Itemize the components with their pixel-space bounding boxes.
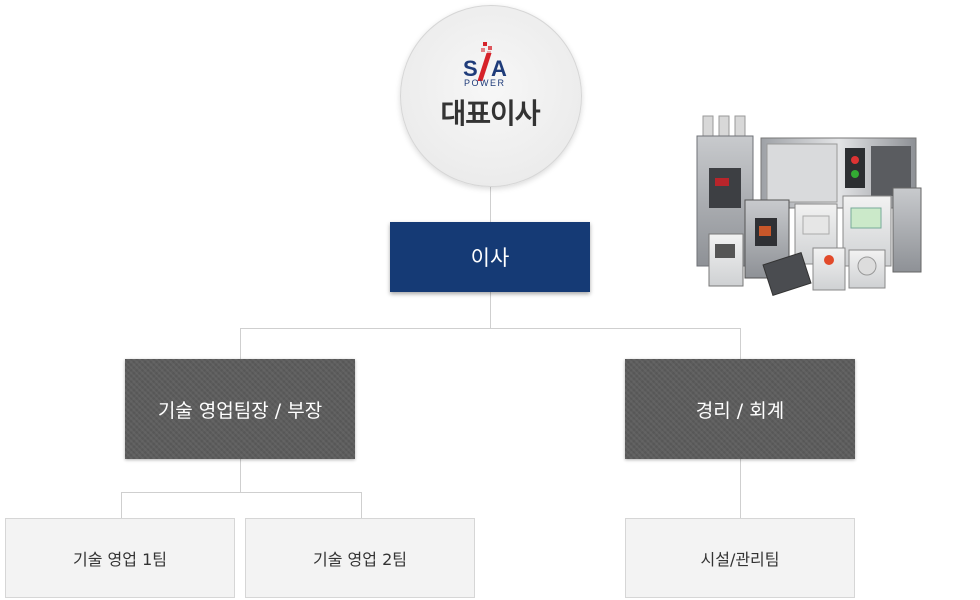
team-title-sales-1: 기술 영업 1팀 <box>73 550 167 569</box>
connector-left-lead-down <box>240 459 241 492</box>
logo-slash-mark <box>477 53 492 81</box>
sa-power-logo: S A POWER <box>461 42 521 90</box>
lead-title-sales: 기술 영업팀장 / 부장 <box>157 399 323 422</box>
connector-right-lead <box>740 328 741 359</box>
connector-ceo-director <box>490 185 491 222</box>
team-node-sales-2: 기술 영업 2팀 <box>245 518 475 598</box>
team-title-facilities: 시설/관리팀 <box>700 550 780 569</box>
connector-horizontal-teams <box>121 492 361 493</box>
director-title: 이사 <box>470 246 510 270</box>
logo-power-text: POWER <box>464 78 506 88</box>
team-title-sales-2: 기술 영업 2팀 <box>313 550 407 569</box>
ceo-node <box>400 5 582 187</box>
logo-letters: S <box>463 56 478 81</box>
connector-right-lead-down <box>740 459 741 518</box>
director-node: 이사 <box>390 222 590 292</box>
lead-node-sales: 기술 영업팀장 / 부장 <box>125 359 355 459</box>
connector-team1 <box>121 492 122 518</box>
team-node-facilities: 시설/관리팀 <box>625 518 855 598</box>
connector-team2 <box>361 492 362 518</box>
team-node-sales-1: 기술 영업 1팀 <box>5 518 235 598</box>
circuit-breakers-product-image <box>695 108 925 298</box>
connector-left-lead <box>240 328 241 359</box>
connector-director-down <box>490 292 491 328</box>
lead-node-accounting: 경리 / 회계 <box>625 359 855 459</box>
ceo-title: 대표이사 <box>440 97 540 130</box>
lead-title-accounting: 경리 / 회계 <box>695 399 785 422</box>
connector-horizontal-leads <box>240 328 741 329</box>
